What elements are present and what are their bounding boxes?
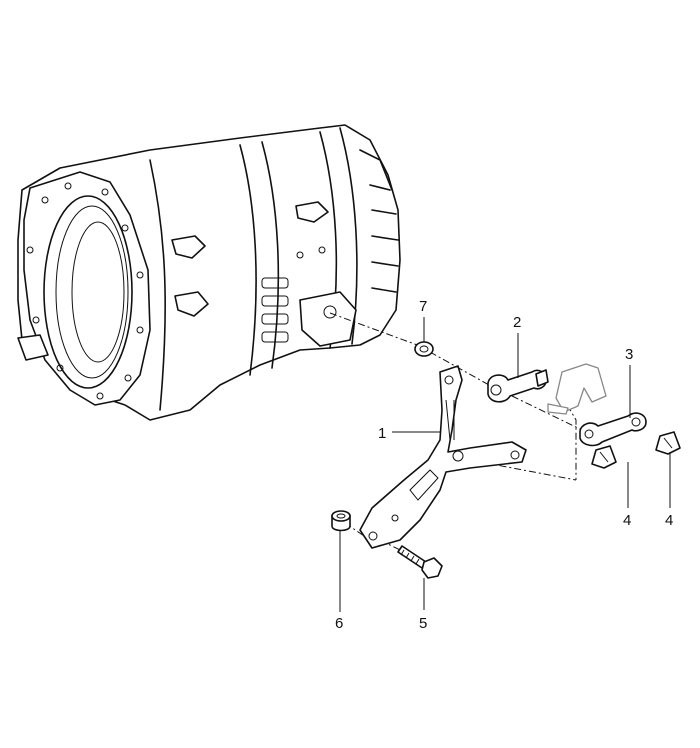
transmission-housing [17,124,401,421]
part-2-lever [487,369,549,403]
callout-6: 6 [335,615,343,632]
part-7-washer [414,341,434,357]
leader-lines [339,317,671,612]
callout-7: 7 [419,298,427,315]
callout-2: 2 [513,314,521,331]
part-4-clip-b [655,431,681,455]
callout-1: 1 [378,425,386,442]
callout-numbers: 1 2 3 4 4 5 6 7 [335,298,673,632]
callout-3: 3 [625,346,633,363]
callout-5: 5 [419,615,427,632]
shift-selector-lever [547,363,607,415]
part-6-spacer [331,510,351,532]
part-1-bracket [359,365,527,549]
part-5-bolt [397,545,443,579]
part-3-link [579,412,647,447]
callout-4-left: 4 [623,512,631,529]
part-4-clip-a [591,445,617,469]
callout-4-right: 4 [665,512,673,529]
